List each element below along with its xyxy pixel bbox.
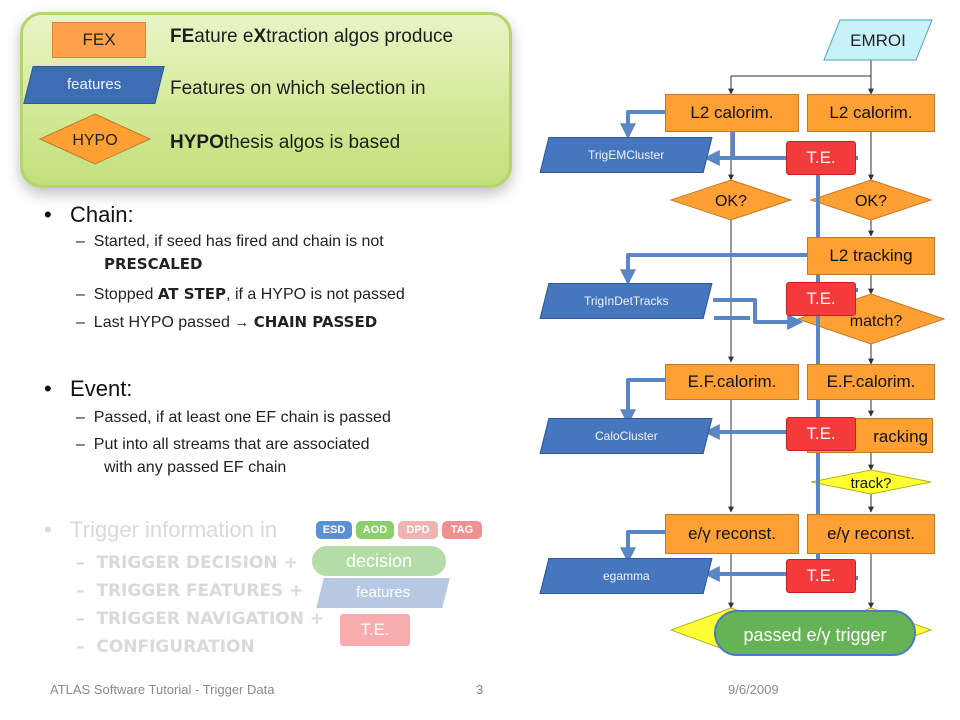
trigger-item-navigation: – Trigger navigation + [76, 609, 325, 629]
feature-calocluster-label: CaloCluster [594, 429, 658, 443]
legend-line-features: Features on which selection in [170, 78, 426, 99]
ok-label-left: OK? [715, 193, 747, 210]
tag-esd: ESD [316, 521, 352, 539]
footer-title: ATLAS Software Tutorial - Trigger Data [50, 682, 275, 697]
passed-trigger-pill: passed e/γ trigger [714, 610, 916, 656]
legend-line-fex: FEature eXtraction algos produce [170, 26, 454, 47]
ok-label-right: OK? [855, 193, 887, 210]
feature-trigemcluster: TrigEMCluster [539, 137, 713, 173]
l2-calo-right-box: L2 calorim. [807, 94, 935, 132]
te-box-2: T.E. [786, 282, 856, 316]
chain-item-stopped: – Stopped at step, if a HYPO is not pass… [76, 285, 405, 303]
te-box-3: T.E. [786, 417, 856, 451]
feature-trigindettracks-label: TrigInDetTracks [583, 294, 669, 308]
feature-arrows [620, 110, 858, 582]
te-faded-box: T.E. [340, 614, 410, 646]
legend-fex-box: FEX [52, 22, 146, 58]
footer-page-number: 3 [476, 682, 484, 697]
decision-pill: decision [312, 546, 446, 576]
trigger-item-features: – Trigger features + [76, 581, 304, 601]
legend-hypo-diamond: HYPO [38, 113, 152, 165]
trigger-item-configuration: – Configuration [76, 637, 255, 657]
chain-item-started: – Started, if seed has fired and chain i… [76, 233, 384, 250]
feature-egamma: egamma [539, 558, 713, 594]
ok-diamond-right [809, 179, 933, 221]
legend-hypo-label: HYPO [72, 132, 117, 149]
ok-diamond-left [669, 179, 793, 221]
event-bullet-title: • Event: [44, 376, 133, 401]
tag-tag: TAG [442, 521, 482, 539]
footer-date: 9/6/2009 [728, 682, 779, 697]
legend-line-hypo: HYPOthesis algos is based [170, 132, 401, 153]
ef-calo-right-box: E.F.calorim. [807, 364, 935, 400]
reco-right-box: e/γ reconst. [807, 514, 935, 554]
track-diamond [810, 469, 932, 495]
feature-egamma-label: egamma [602, 569, 650, 583]
l2-calo-left-box: L2 calorim. [665, 94, 799, 132]
te-box-4: T.E. [786, 559, 856, 593]
event-item-streams-cont: with any passed EF chain [104, 459, 287, 476]
ef-calo-left-box: E.F.calorim. [665, 364, 799, 400]
trigger-item-decision: – Trigger decision + [76, 553, 298, 573]
event-item-streams: – Put into all streams that are associat… [76, 436, 370, 453]
chain-bullet-title: • Chain: [44, 202, 134, 227]
trigger-info-title: • Trigger information in [44, 517, 278, 542]
te-box-1: T.E. [786, 141, 856, 175]
emroi-shape [823, 19, 933, 61]
feature-calocluster: CaloCluster [539, 418, 713, 454]
track-label: track? [851, 475, 892, 492]
feature-trigemcluster-label: TrigEMCluster [587, 148, 665, 162]
emroi-label: EMROI [850, 31, 906, 50]
match-label: match? [850, 313, 903, 330]
chain-item-prescaled: prescaled [104, 255, 203, 273]
flow-connectors [728, 60, 874, 609]
tag-dpd: DPD [398, 521, 438, 539]
chain-item-last: – Last HYPO passed → chain passed [76, 313, 378, 331]
l2-tracking-box: L2 tracking [807, 237, 935, 275]
reco-left-box: e/γ reconst. [665, 514, 799, 554]
event-item-passed: – Passed, if at least one EF chain is pa… [76, 409, 391, 426]
feature-trigindettracks: TrigInDetTracks [539, 283, 713, 319]
tag-aod: AOD [356, 521, 394, 539]
